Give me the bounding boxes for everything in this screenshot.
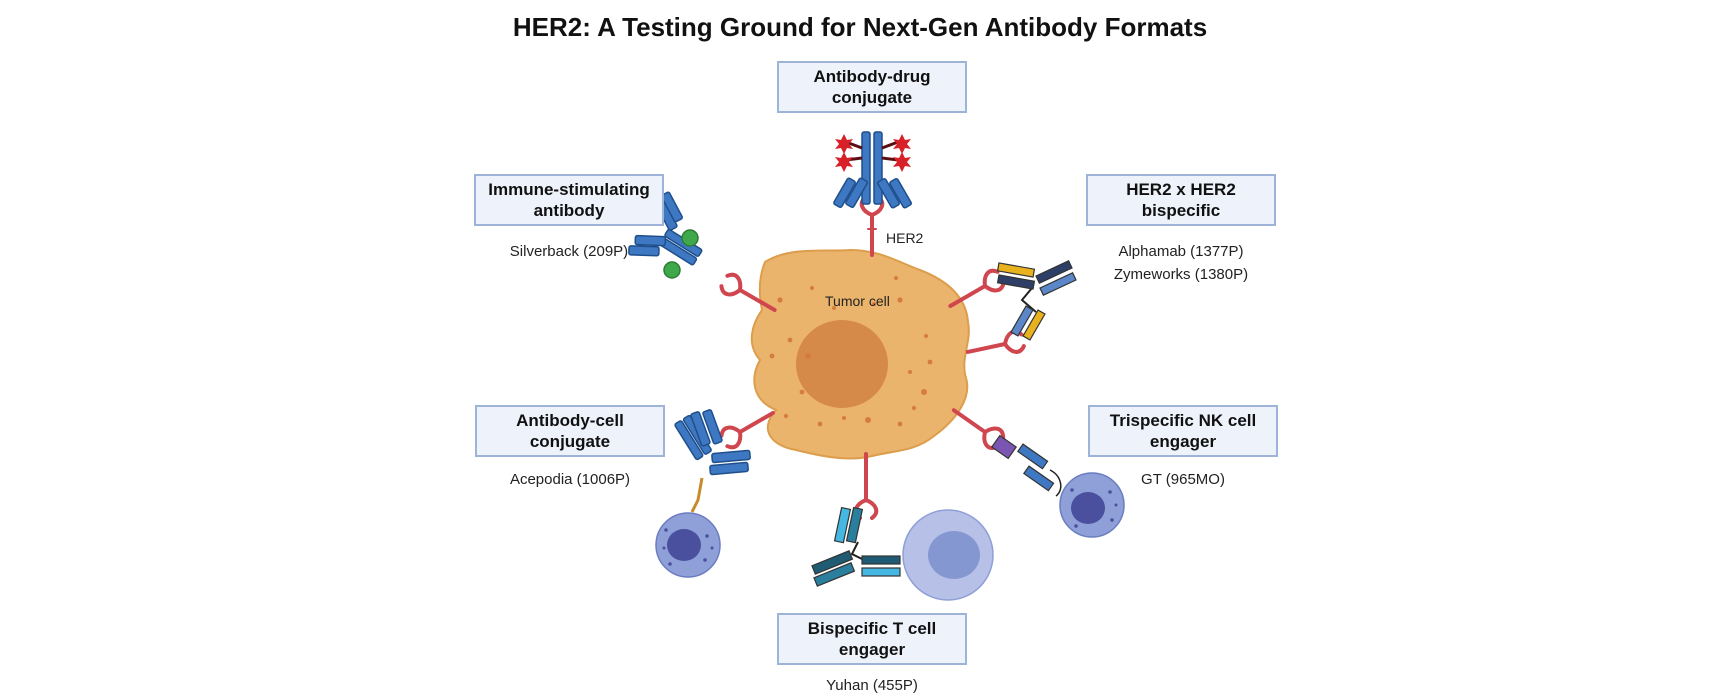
her2-receptor-upper-left: [719, 272, 777, 312]
bispecific-t-cell-box: Bispecific T cell engager: [777, 613, 967, 665]
figure-title: HER2: A Testing Ground for Next-Gen Anti…: [512, 12, 1208, 42]
adc-antibody: [833, 131, 912, 209]
her2-receptor-upper-right: [948, 268, 1006, 308]
immune-stimulating-examples: Silverback (209P): [449, 240, 689, 263]
example-text: Acepodia (1006P): [509, 471, 631, 488]
nk-cell-lower-right: [1059, 472, 1125, 538]
immune-stimulating-box: Immune-stimulating antibody: [474, 174, 664, 226]
adc-drug-payloads: [835, 134, 911, 172]
her2-bispecific-antibody: [996, 259, 1077, 341]
trispecific-nk-box: Trispecific NK cell engager: [1088, 405, 1278, 457]
adc-box: Antibody-drug conjugate: [777, 61, 967, 113]
her2-receptor-lower-left: [719, 411, 775, 450]
her2-receptor-label: HER2: [886, 230, 924, 246]
her2-bispecific-box: HER2 x HER2 bispecific: [1086, 174, 1276, 226]
antibody-cell-conjugate-examples: Acepodia (1006P): [450, 468, 690, 491]
example-text: Silverback (209P): [509, 243, 629, 260]
antibody-cell-conjugate-box: Antibody-cell conjugate: [475, 405, 665, 457]
her2-bispecific-examples: Alphamab (1377P) Zymeworks (1380P): [1061, 240, 1301, 286]
tumor-cell: [750, 248, 970, 460]
example-text: Alphamab (1377P): [1118, 243, 1244, 260]
her2-receptor-top: [859, 195, 885, 257]
example-text: Zymeworks (1380P): [1113, 266, 1249, 283]
antibody-cell-conjugate: [674, 409, 751, 513]
t-cell: [902, 509, 994, 601]
example-text: GT (965MO): [1141, 471, 1225, 488]
bispecific-t-cell-examples: Yuhan (455P): [752, 674, 992, 697]
trispecific-nk-engager: [990, 434, 1062, 497]
example-text: Yuhan (455P): [826, 677, 918, 694]
nk-cell-lower-left: [655, 512, 721, 578]
tumor-cell-label: Tumor cell: [825, 293, 890, 309]
bispecific-t-cell-engager: [811, 506, 901, 587]
trispecific-nk-examples: GT (965MO): [1063, 468, 1303, 491]
